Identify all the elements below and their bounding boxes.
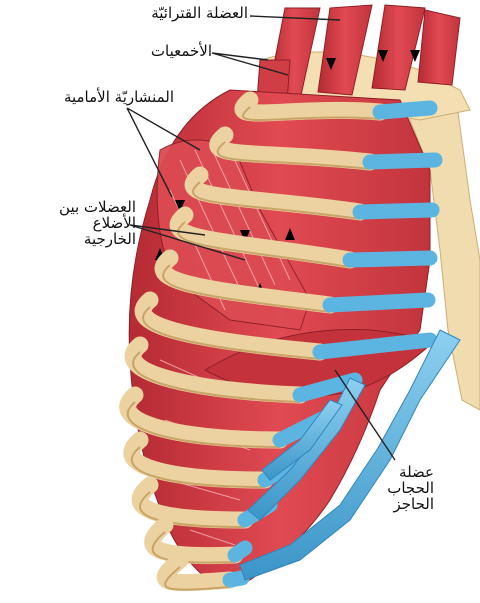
rib-cartilage [370,160,435,162]
label-line: الخارجية [26,232,136,248]
label-serratus-anterior: المنشاريّة الأمامية [4,90,174,106]
label-diaphragm: عضلة الحجاب الحاجز [352,465,434,512]
label-external-intercostals: العضلات بين الأضلاع الخارجية [26,200,136,247]
rib-cartilage [330,300,428,305]
label-scalene: العضلة القترائيّة [92,6,248,22]
rib-cartilage [350,258,430,260]
rib-cartilage [230,578,242,580]
rib-cartilage [235,548,245,555]
rib-cartilage [360,210,432,212]
rib-cartilage [380,108,430,112]
label-intercartilaginous: الأخمعيات [120,44,212,60]
label-line: الحاجز [352,497,434,513]
